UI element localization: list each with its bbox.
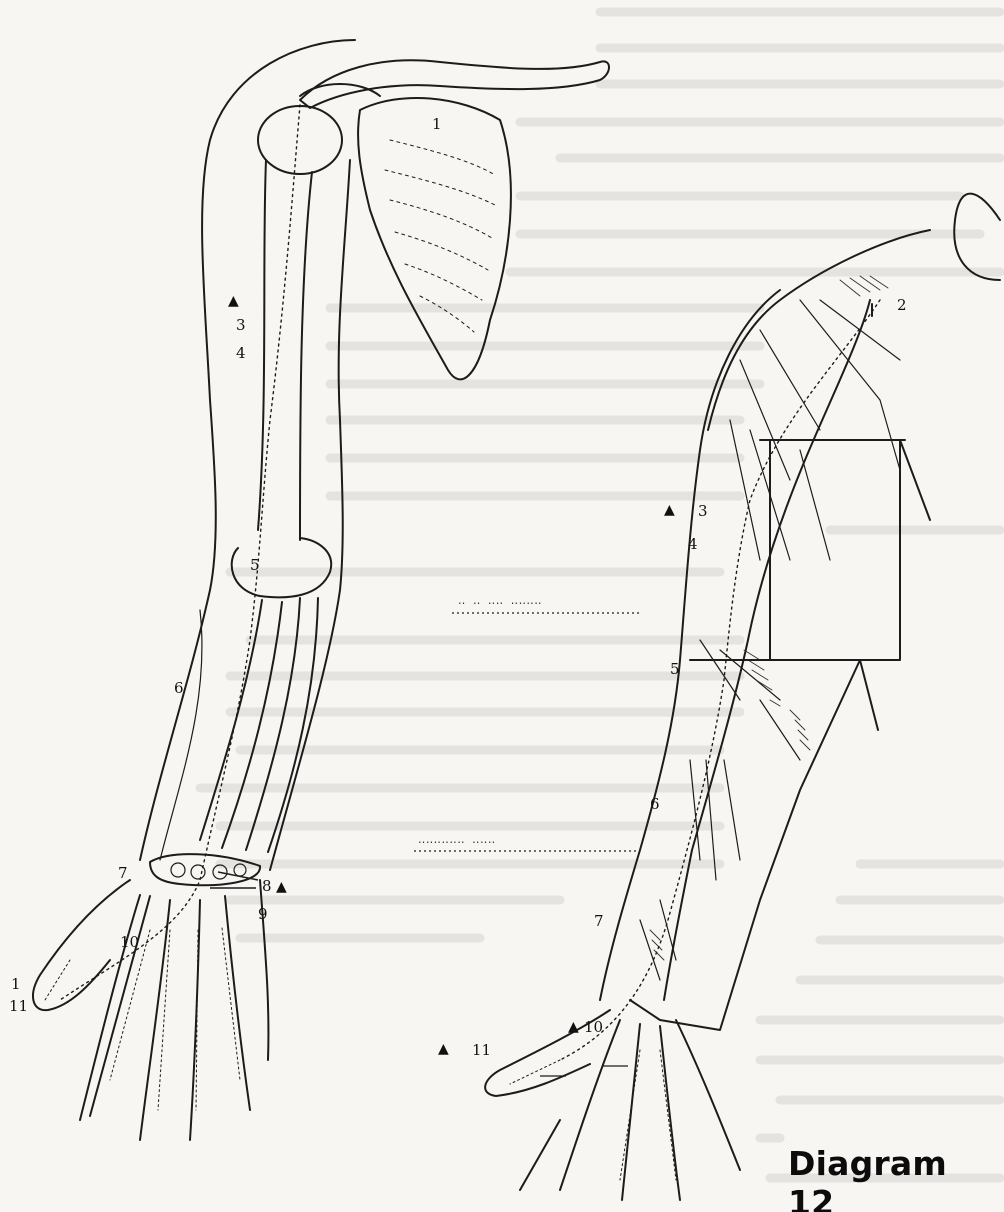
left-label-7: 7 <box>118 866 128 881</box>
right-label-6: 6 <box>650 797 660 812</box>
left-marker-8: ▲ <box>276 880 287 894</box>
right-label-3: 3 <box>698 504 708 519</box>
biceps-box <box>770 440 900 660</box>
hand-outline-right <box>485 1010 740 1200</box>
upper-arm-inner <box>664 300 870 1000</box>
left-marker-3: ▲ <box>228 294 239 308</box>
upper-arm-outer <box>600 290 780 1000</box>
left-label-9: 9 <box>258 907 268 922</box>
right-label-11: 11 <box>472 1043 491 1058</box>
meridian-line-right <box>560 300 880 1060</box>
left-label-5: 5 <box>250 558 260 573</box>
left-label-3: 3 <box>236 318 246 333</box>
left-label-1-hand: 1 <box>11 977 21 992</box>
left-label-8: 8 <box>262 879 272 894</box>
right-label-5: 5 <box>670 662 680 677</box>
right-label-7: 7 <box>594 914 604 929</box>
leader-annotation-lower: ‥‥‥‥‥‥ ‥‥‥ <box>418 833 496 846</box>
forearm-box <box>630 660 860 1030</box>
left-label-4: 4 <box>236 346 246 361</box>
left-label-11: 11 <box>9 999 28 1014</box>
right-label-10: 10 <box>584 1020 603 1035</box>
leader-annotation-upper: ‥ ‥ ‥‥ ‥‥‥‥ <box>458 594 542 607</box>
right-marker-3: ▲ <box>664 503 675 517</box>
left-label-10: 10 <box>120 935 139 950</box>
diagram-caption: Diagram 12 <box>788 1144 1004 1212</box>
left-label-1: 1 <box>432 117 442 132</box>
right-label-4: 4 <box>688 537 698 552</box>
left-label-6: 6 <box>174 681 184 696</box>
right-marker-10: ▲ <box>568 1020 579 1034</box>
right-label-2: 2 <box>897 298 907 313</box>
right-marker-11: ▲ <box>438 1042 449 1056</box>
shoulder-contour <box>954 194 1000 280</box>
